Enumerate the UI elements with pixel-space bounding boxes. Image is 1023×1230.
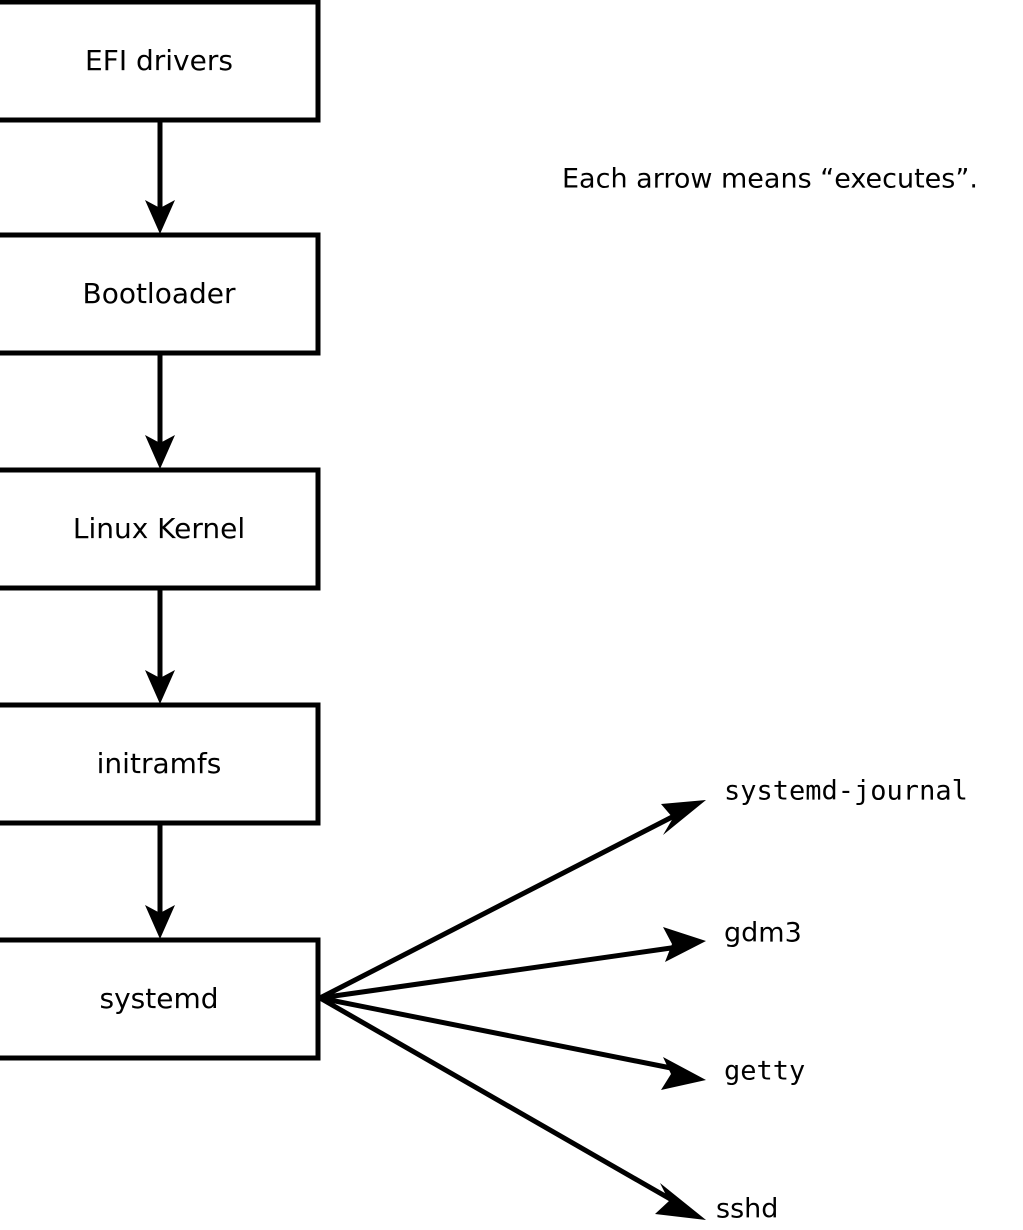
box-outline	[0, 0, 321, 123]
box-label: initramfs	[97, 747, 222, 780]
connector-efi-to-bootloader	[145, 120, 175, 234]
fanout-arrow-systemd-journal	[318, 800, 706, 1001]
fanout-line	[319, 944, 679, 1001]
chain-box-systemd[interactable]: systemd	[0, 937, 321, 1061]
fanout-line	[319, 995, 677, 1072]
arrow-head-icon	[655, 1183, 706, 1220]
fanout-arrow-sshd	[318, 995, 706, 1220]
arrow-head-icon	[145, 435, 175, 469]
connector-initramfs-to-systemd	[145, 825, 175, 939]
arrow-head-icon	[663, 927, 706, 962]
service-label-gdm3: gdm3	[724, 918, 802, 949]
chain-box-linux-kernel[interactable]: Linux Kernel	[0, 467, 321, 591]
connector-kernel-to-initramfs	[145, 590, 175, 704]
chain-connectors	[145, 120, 175, 939]
box-label: Bootloader	[82, 277, 236, 310]
legend-caption: Each arrow means “executes”.	[562, 164, 978, 195]
box-outline	[0, 467, 321, 591]
box-outline	[0, 937, 321, 1061]
service-fanout	[318, 800, 706, 1220]
box-label: Linux Kernel	[73, 512, 245, 545]
box-label: EFI drivers	[85, 44, 233, 77]
connector-bootloader-to-kernel	[145, 355, 175, 469]
fanout-arrow-getty	[319, 995, 706, 1090]
arrow-head-icon	[661, 800, 706, 835]
chain-box-bootloader[interactable]: Bootloader	[0, 232, 321, 356]
fanout-line	[318, 995, 674, 1203]
chain-box-initramfs[interactable]: initramfs	[0, 702, 321, 826]
box-outline	[0, 232, 321, 356]
service-label-sshd: sshd	[716, 1194, 778, 1225]
arrow-head-icon	[145, 200, 175, 234]
service-label-systemd-journal: systemd-journal	[724, 776, 968, 807]
box-label: systemd	[100, 982, 219, 1015]
fanout-arrow-gdm3	[319, 927, 706, 1001]
arrow-head-icon	[661, 1057, 706, 1090]
box-outline	[0, 702, 321, 826]
chain-box-efi-drivers[interactable]: EFI drivers	[0, 0, 321, 123]
fanout-line	[318, 812, 678, 1001]
service-label-getty: getty	[724, 1056, 805, 1087]
arrow-head-icon	[145, 670, 175, 704]
arrow-head-icon	[145, 905, 175, 939]
